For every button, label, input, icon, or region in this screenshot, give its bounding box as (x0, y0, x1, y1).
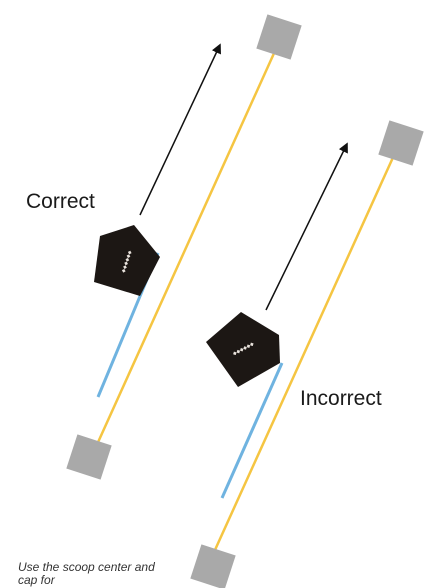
correct-end-marker-bottom (66, 434, 112, 480)
incorrect-track: ◆◆◆◆◆◆ (190, 120, 424, 588)
correct-track-line (88, 39, 282, 461)
correct-robot-body (94, 225, 160, 296)
caption-text: Use the scoop center and cap for (18, 560, 155, 587)
incorrect-end-marker-top (378, 120, 424, 166)
incorrect-track-line (203, 141, 402, 573)
correct-label: Correct (26, 190, 95, 213)
correct-end-marker-top (256, 14, 302, 60)
correct-track: ◆◆◆◆◆◆ (66, 14, 302, 480)
incorrect-direction-arrow (265, 142, 348, 311)
correct-robot: ◆◆◆◆◆◆ (94, 225, 160, 296)
incorrect-label: Incorrect (300, 387, 382, 410)
incorrect-robot-body (206, 312, 280, 387)
correct-direction-arrow (139, 43, 221, 216)
incorrect-robot: ◆◆◆◆◆◆ (206, 312, 280, 387)
incorrect-end-marker-bottom (190, 544, 236, 588)
incorrect-track-highlight (220, 362, 284, 499)
